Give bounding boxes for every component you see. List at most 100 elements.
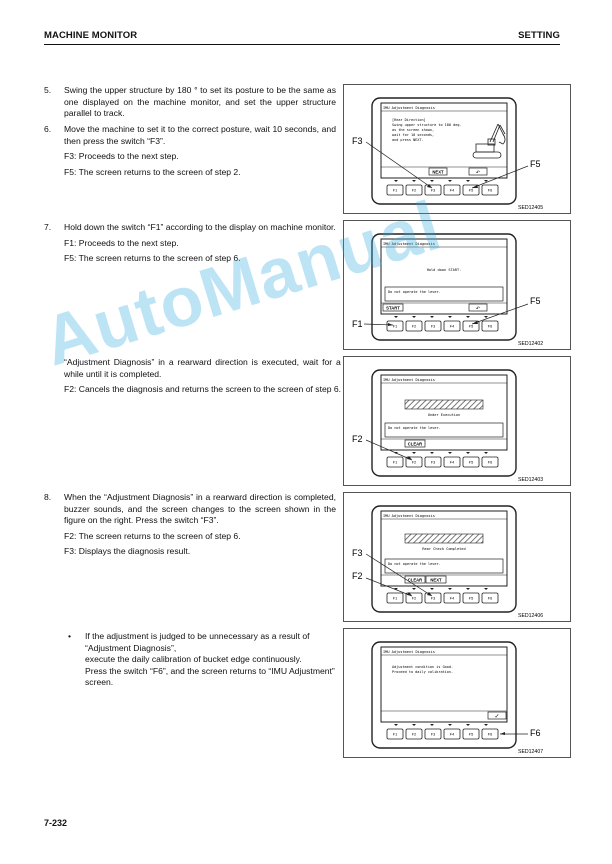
svg-text:F1: F1 <box>393 189 397 193</box>
header-chapter-title: SETTING <box>518 30 560 41</box>
svg-text:F2: F2 <box>412 461 416 465</box>
step-number: 5. <box>44 85 52 95</box>
svg-text:F4: F4 <box>450 461 454 465</box>
screen-line-1: Adjustment condition is Good. <box>392 665 453 669</box>
callout-f1: F1 <box>352 319 363 329</box>
svg-text:F1: F1 <box>393 461 397 465</box>
figure-code: SED12407 <box>518 749 543 755</box>
svg-text:F5: F5 <box>469 733 473 737</box>
screen-check-label: ✓ <box>494 714 499 720</box>
screen-next-label: NEXT <box>432 170 444 175</box>
svg-text:F6: F6 <box>488 733 492 737</box>
screen-line-2: Swing upper structure to 180 deg. <box>392 123 462 127</box>
screen-warning: Do not operate the lever. <box>388 562 441 566</box>
svg-text:F2: F2 <box>412 189 416 193</box>
bullet-line-3: Press the switch “F6”, and the screen re… <box>85 665 335 688</box>
svg-text:F3: F3 <box>431 461 435 465</box>
screen-start-label: START <box>386 306 400 311</box>
diagnosis-sub-f2: F2: Cancels the diagnosis and returns th… <box>64 384 342 395</box>
screen-clear-label: CLEAR <box>408 578 422 583</box>
svg-text:F1: F1 <box>393 597 397 601</box>
callout-f3: F3 <box>352 548 363 558</box>
step-sub-f3: F3: Displays the diagnosis result. <box>64 546 191 557</box>
figure-code: SED12406 <box>518 613 543 619</box>
diagnosis-paragraph: “Adjustment Diagnosis” in a rearward dir… <box>64 357 360 396</box>
step-text: Move the machine to set it to the correc… <box>64 124 336 146</box>
callout-f5: F5 <box>530 159 541 169</box>
figure-code: SED12405 <box>518 205 543 211</box>
step-sub-f5: F5: The screen returns to the screen of … <box>64 253 241 264</box>
svg-text:F5: F5 <box>469 461 473 465</box>
step-sub-f2: F2: The screen returns to the screen of … <box>64 530 241 541</box>
svg-text:F1: F1 <box>393 325 397 329</box>
screen-warning: Do not operate the lever. <box>388 290 441 294</box>
page-number: 7-232 <box>44 818 68 828</box>
screen-warning: Do not operate the lever. <box>388 426 441 430</box>
bullet-line-1: If the adjustment is judged to be unnece… <box>85 631 310 653</box>
header-section-title: MACHINE MONITOR <box>44 30 138 41</box>
step-number: 7. <box>44 222 52 232</box>
screen-title: IMU Adjustment Diagnosis <box>383 514 435 518</box>
callout-f3: F3 <box>352 136 363 146</box>
screen-title: IMU Adjustment Diagnosis <box>383 106 435 110</box>
svg-text:F2: F2 <box>412 733 416 737</box>
step-number: 8. <box>44 492 52 502</box>
step-sub-f3: F3: Proceeds to the next step. <box>64 151 179 162</box>
callout-f2: F2 <box>352 434 363 444</box>
svg-text:F4: F4 <box>450 189 454 193</box>
svg-text:F5: F5 <box>469 189 473 193</box>
svg-text:F3: F3 <box>431 597 435 601</box>
screen-title: IMU Adjustment Diagnosis <box>383 650 435 654</box>
svg-text:F4: F4 <box>450 733 454 737</box>
step-text: Hold down the switch “F1” according to t… <box>64 222 336 232</box>
callout-f6: F6 <box>530 728 541 738</box>
monitor-figure-2: IMU Adjustment Diagnosis Hold down START… <box>352 233 543 347</box>
screen-line-4: wait for 10 seconds, <box>392 133 434 137</box>
svg-text:F2: F2 <box>412 597 416 601</box>
svg-text:F3: F3 <box>431 189 435 193</box>
svg-text:F6: F6 <box>488 189 492 193</box>
svg-text:F5: F5 <box>469 325 473 329</box>
progress-bar <box>404 533 484 544</box>
progress-bar <box>404 399 484 410</box>
step-sub-f1: F1: Proceeds to the next step. <box>64 237 179 248</box>
monitor-screen <box>380 102 508 179</box>
callout-f2: F2 <box>352 571 363 581</box>
screen-status: Under Execution <box>428 413 460 417</box>
monitor-figure-1: IMU Adjustment Diagnosis [Rear Direction… <box>352 97 543 211</box>
screen-next-label: NEXT <box>430 578 442 583</box>
screen-title: IMU Adjustment Diagnosis <box>383 242 435 246</box>
screen-next-button <box>428 167 448 176</box>
figure-code: SED12402 <box>518 341 543 347</box>
monitor-figure-3: IMU Adjustment Diagnosis Under Execution… <box>352 369 543 483</box>
function-keys: F1 F2 F3 F4 F5 F6 <box>386 184 499 196</box>
screen-return-label: ↶ <box>476 170 480 176</box>
figure-code: SED12403 <box>518 477 543 483</box>
header-rule <box>44 44 560 45</box>
svg-text:F6: F6 <box>488 325 492 329</box>
step-text: When the “Adjustment Diagnosis” in a rea… <box>64 492 336 526</box>
screen-line-1: [Rear Direction] <box>392 118 426 122</box>
svg-text:F4: F4 <box>450 597 454 601</box>
excavator-icon <box>472 123 506 159</box>
step-number: 6. <box>44 124 52 134</box>
screen-line-2: Proceed to daily calibration. <box>392 670 453 674</box>
step-text: Swing the upper structure by 180 ° to se… <box>64 85 336 119</box>
svg-text:F4: F4 <box>450 325 454 329</box>
svg-text:F2: F2 <box>412 325 416 329</box>
screen-line-3: as the screen shown, <box>392 128 434 132</box>
screen-return-label: ↶ <box>476 306 480 312</box>
svg-text:F5: F5 <box>469 597 473 601</box>
function-keys: F1 F2 F3 F4 F5 F6 <box>386 592 499 604</box>
monitor-figure-5: IMU Adjustment Diagnosis Adjustment cond… <box>371 641 543 755</box>
screen-instruction: Hold down START. <box>427 268 462 272</box>
screen-title: IMU Adjustment Diagnosis <box>383 378 435 382</box>
bullet-line-2: execute the daily calibration of bucket … <box>85 654 302 665</box>
svg-text:F6: F6 <box>488 597 492 601</box>
step-sub-f5: F5: The screen returns to the screen of … <box>64 166 241 177</box>
function-keys: F1 F2 F3 F4 F5 F6 <box>386 728 499 740</box>
bullet-mark: • <box>68 631 72 641</box>
diagnosis-text: “Adjustment Diagnosis” in a rearward dir… <box>64 357 360 379</box>
screen-line-5: and press NEXT. <box>392 138 424 142</box>
